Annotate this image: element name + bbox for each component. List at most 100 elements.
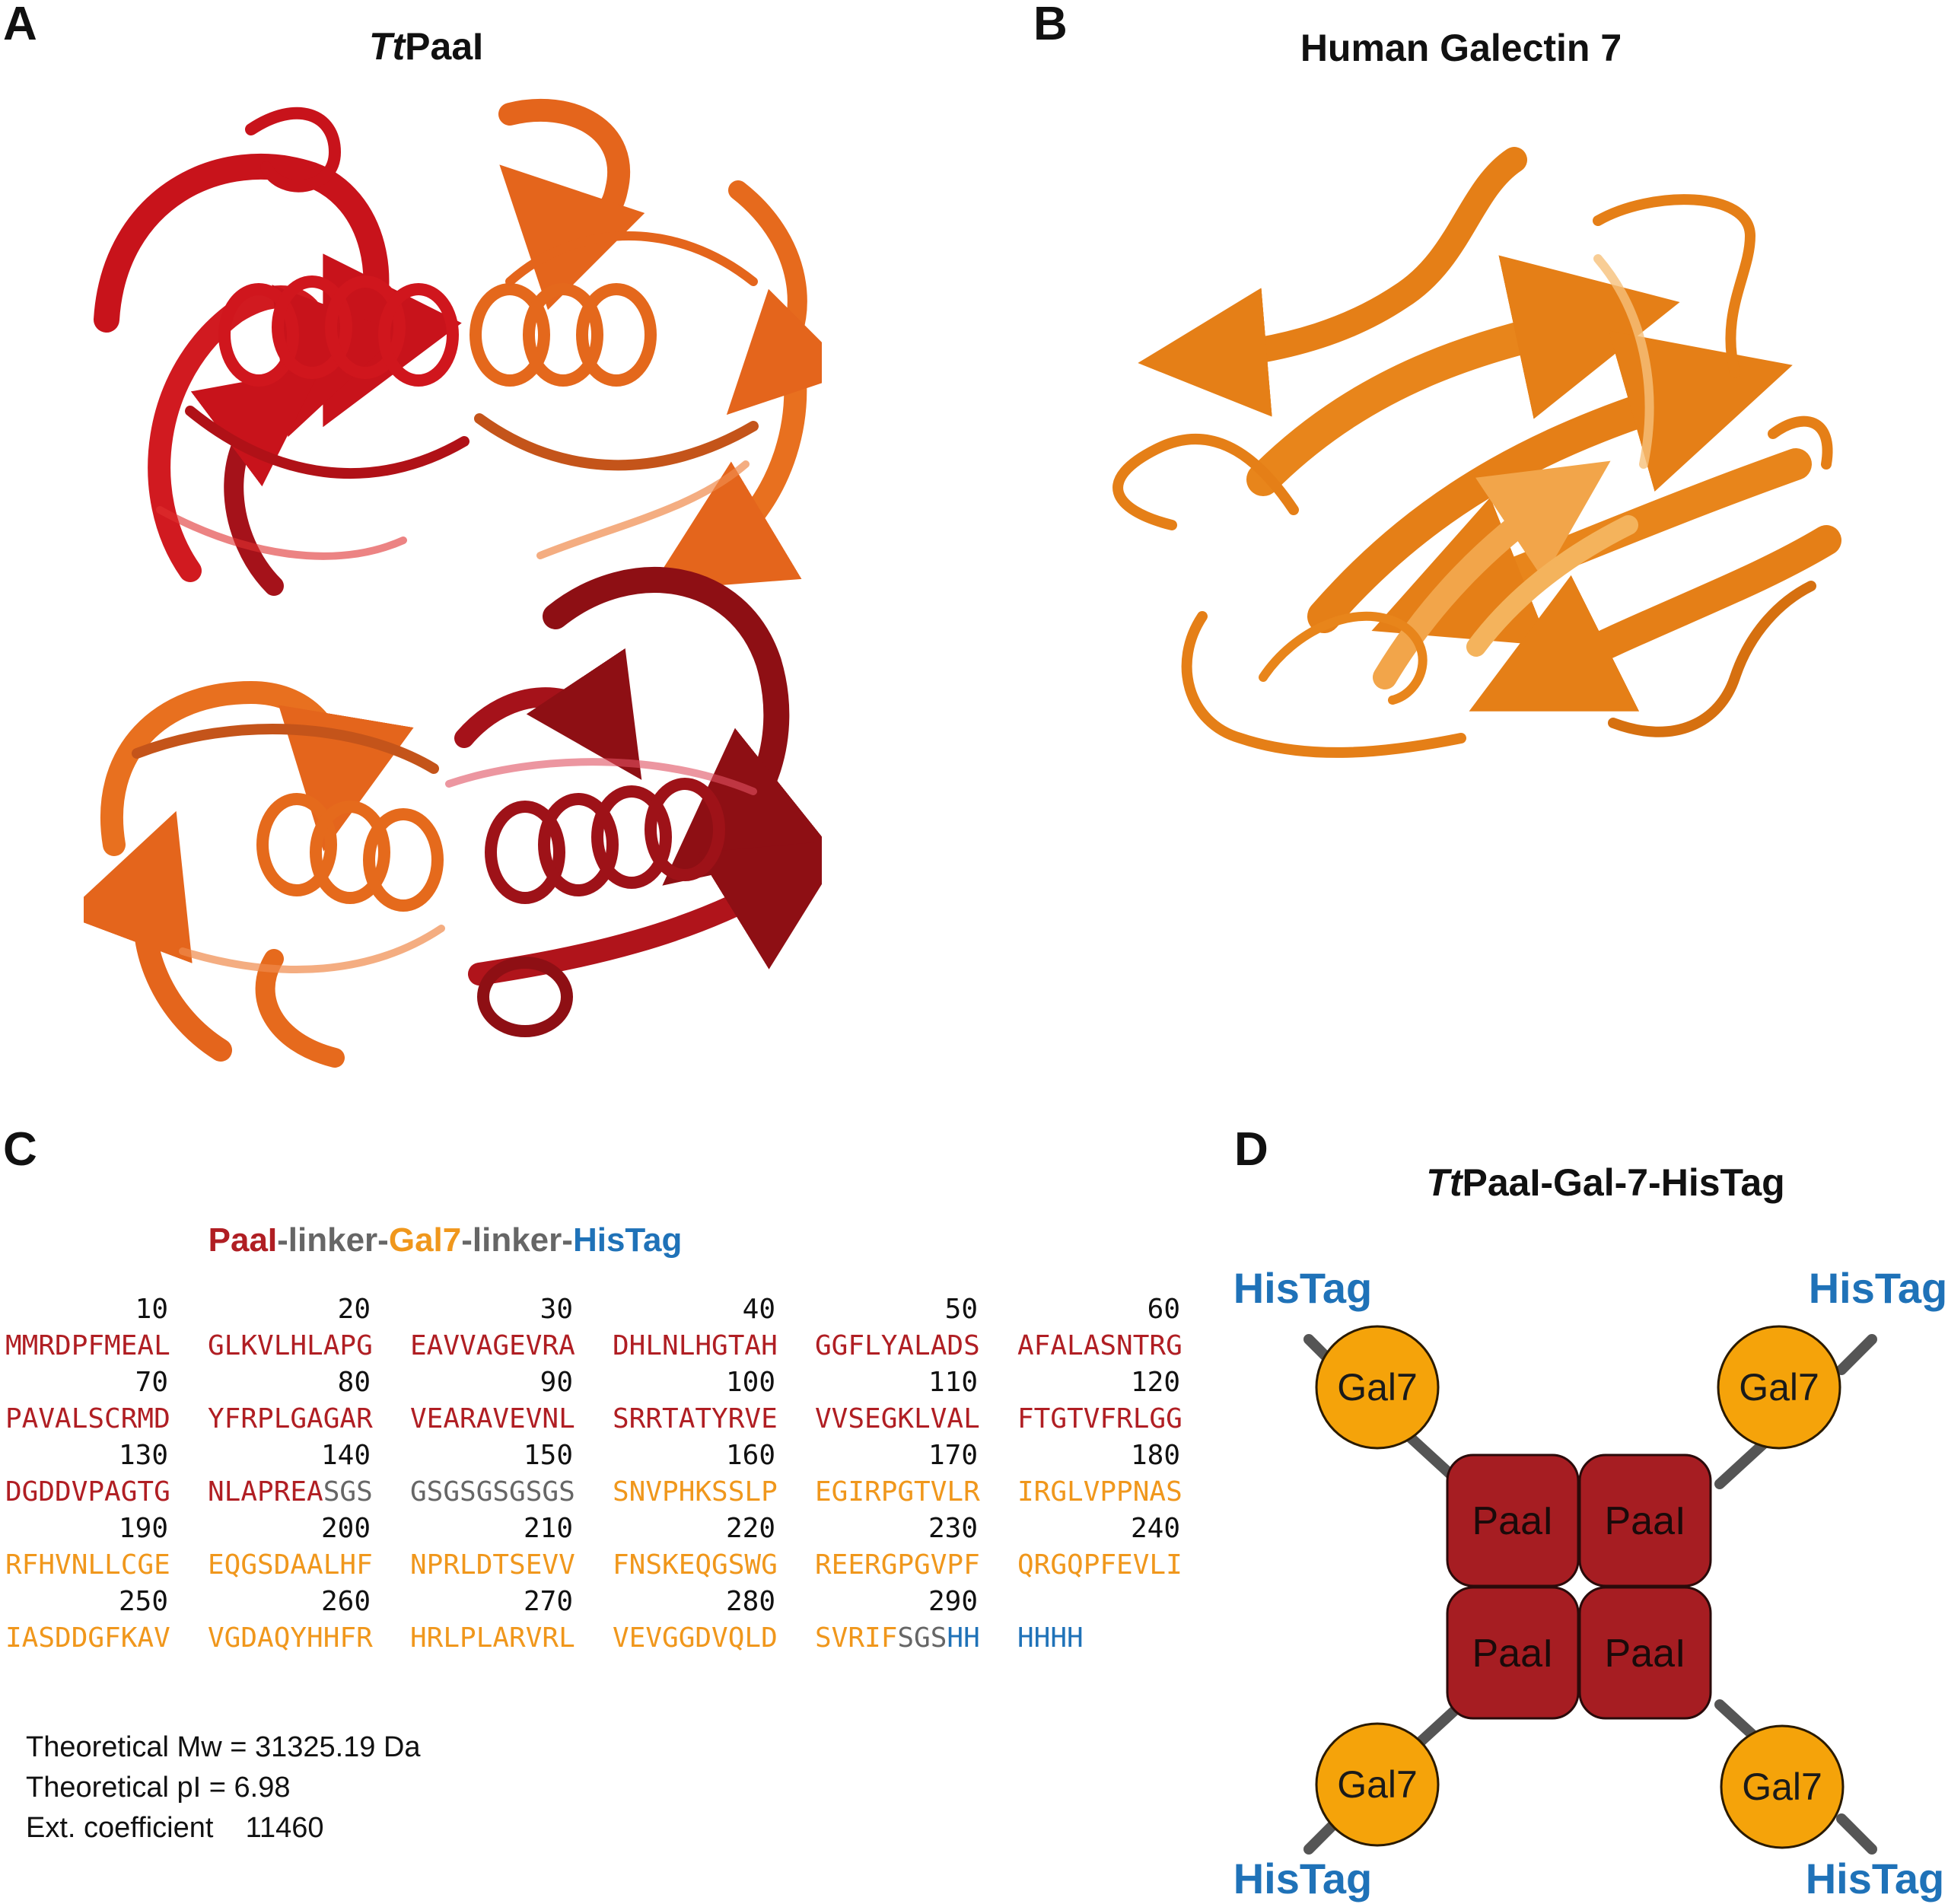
subunit-bottom-right <box>445 567 822 1037</box>
legend-linker-2: -linker- <box>461 1221 573 1259</box>
residue-segment: SNVPHKSSLP <box>613 1476 778 1508</box>
residue-segment: DHLNLHGTAH <box>613 1330 778 1361</box>
residue-number: 10 <box>135 1294 168 1325</box>
residue-group: NLAPREASGS <box>208 1476 373 1508</box>
residue-group: SNVPHKSSLP <box>613 1476 778 1508</box>
galectin-7-structure <box>1112 147 1841 758</box>
residue-segment: VGDAQYHHFR <box>208 1622 373 1654</box>
residue-number: 40 <box>742 1294 775 1325</box>
residue-segment: HH <box>947 1622 980 1654</box>
residue-group: REERGPGVPF <box>815 1549 980 1581</box>
gal7-label-bottom-right: Gal7 <box>1742 1765 1822 1808</box>
histag-label-bottom-left: HisTag <box>1233 1855 1373 1902</box>
residue-segment: DGDDVPAGTG <box>5 1476 170 1508</box>
residue-segment: VVSEGKLVAL <box>815 1403 980 1434</box>
histag-label-top-left: HisTag <box>1233 1264 1373 1312</box>
residue-number: 230 <box>928 1513 978 1544</box>
protein-properties: Theoretical Mw = 31325.19 Da Theoretical… <box>26 1727 421 1848</box>
residue-group: EGIRPGTVLR <box>815 1476 980 1508</box>
residue-segment: VEARAVEVNL <box>410 1403 575 1434</box>
residue-group: VEVGGDVQLD <box>613 1622 778 1654</box>
residue-group: HHHH <box>1017 1622 1084 1654</box>
residue-group: RFHVNLLCGE <box>5 1549 170 1581</box>
residue-segment: GLKVLHLAPG <box>208 1330 373 1361</box>
residue-number: 220 <box>725 1513 775 1544</box>
residue-number: 190 <box>118 1513 168 1544</box>
residue-number: 90 <box>540 1367 573 1398</box>
residue-number: 170 <box>928 1440 978 1471</box>
residue-number: 50 <box>944 1294 978 1325</box>
residue-number: 30 <box>540 1294 573 1325</box>
legend-histag: HisTag <box>572 1221 683 1259</box>
residue-number: 240 <box>1130 1513 1180 1544</box>
theoretical-pi: Theoretical pI = 6.98 <box>26 1772 291 1804</box>
residue-number: 130 <box>118 1440 168 1471</box>
paai-label-bottom-left: PaaI <box>1472 1632 1554 1676</box>
residue-segment: GSGSGSGSGS <box>410 1476 575 1508</box>
residue-group: VGDAQYHHFR <box>208 1622 373 1654</box>
residue-group: SVRIFSGSHH <box>815 1622 980 1654</box>
gal7-label-top-left: Gal7 <box>1337 1366 1418 1409</box>
residue-group: EQGSDAALHF <box>208 1549 373 1581</box>
residue-group: GGFLYALADS <box>815 1330 980 1361</box>
subunit-top-right <box>469 98 822 591</box>
residue-group: MMRDPFMEAL <box>5 1330 170 1361</box>
panel-a-title: TtPaaI <box>274 24 578 68</box>
gal7-circle-bottom-left <box>1315 1722 1440 1847</box>
residue-segment: IASDDGFKAV <box>5 1622 170 1654</box>
residue-number: 180 <box>1130 1440 1180 1471</box>
residue-group: IRGLVPPNAS <box>1017 1476 1182 1508</box>
residue-number: 250 <box>118 1586 168 1617</box>
paai-box-top-right <box>1578 1453 1712 1587</box>
residue-number: 270 <box>523 1586 573 1617</box>
panel-letter-d: D <box>1234 1123 1268 1176</box>
legend-paai: PaaI <box>208 1221 278 1259</box>
residue-segment: QRGQPFEVLI <box>1017 1549 1182 1581</box>
residue-group: DGDDVPAGTG <box>5 1476 170 1508</box>
panel-d-title-italic: Tt <box>1426 1161 1463 1204</box>
panel-letter-a: A <box>3 0 37 50</box>
panel-a-title-rest: PaaI <box>405 25 484 68</box>
residue-segment: VEVGGDVQLD <box>613 1622 778 1654</box>
construct-legend: PaaI-linker-Gal7-linker-HisTag <box>0 1221 890 1259</box>
theoretical-mw: Theoretical Mw = 31325.19 Da <box>26 1731 421 1763</box>
residue-number: 160 <box>725 1440 775 1471</box>
histag-label-top-right: HisTag <box>1809 1264 1948 1312</box>
paai-tetramer-structure <box>84 98 822 1068</box>
residue-number: 60 <box>1147 1294 1180 1325</box>
residue-segment: REERGPGVPF <box>815 1549 980 1581</box>
gal7-label-bottom-left: Gal7 <box>1337 1763 1418 1806</box>
residue-group: VVSEGKLVAL <box>815 1403 980 1434</box>
residue-number: 140 <box>320 1440 371 1471</box>
residue-group: EAVVAGEVRA <box>410 1330 575 1361</box>
residue-segment: AFALASNTRG <box>1017 1330 1182 1361</box>
residue-segment: IRGLVPPNAS <box>1017 1476 1182 1508</box>
gal7-circle-top-right <box>1717 1325 1841 1450</box>
legend-gal7: Gal7 <box>388 1221 462 1259</box>
residue-number: 210 <box>523 1513 573 1544</box>
residue-segment: HHHH <box>1017 1622 1084 1654</box>
residue-number: 260 <box>320 1586 371 1617</box>
residue-segment: MMRDPFMEAL <box>5 1330 170 1361</box>
residue-group: YFRPLGAGAR <box>208 1403 373 1434</box>
residue-segment: PAVALSCRMD <box>5 1403 170 1434</box>
residue-segment: EQGSDAALHF <box>208 1549 373 1581</box>
residue-segment: NPRLDTSEVV <box>410 1549 575 1581</box>
residue-group: QRGQPFEVLI <box>1017 1549 1182 1581</box>
gal7-domains <box>1315 1325 1845 1849</box>
residue-number: 200 <box>320 1513 371 1544</box>
construct-schematic: PaaI PaaI PaaI PaaI Gal7 Gal7 Gal7 Gal7 … <box>1233 1264 1948 1902</box>
residue-group: FTGTVFRLGG <box>1017 1403 1182 1434</box>
residue-group: NPRLDTSEVV <box>410 1549 575 1581</box>
paai-box-top-left <box>1446 1453 1580 1587</box>
residue-segment: NLAPREA <box>208 1476 323 1508</box>
residue-number: 110 <box>928 1367 978 1398</box>
residue-group: SRRTATYRVE <box>613 1403 778 1434</box>
panel-d-title: TtPaaI-Gal-7-HisTag <box>1339 1161 1872 1205</box>
residue-number: 290 <box>928 1586 978 1617</box>
panel-letter-c: C <box>3 1123 37 1176</box>
residue-segment: YFRPLGAGAR <box>208 1403 373 1434</box>
paai-core <box>1446 1453 1712 1720</box>
residue-segment: SGS <box>323 1476 373 1508</box>
residue-number: 100 <box>725 1367 775 1398</box>
